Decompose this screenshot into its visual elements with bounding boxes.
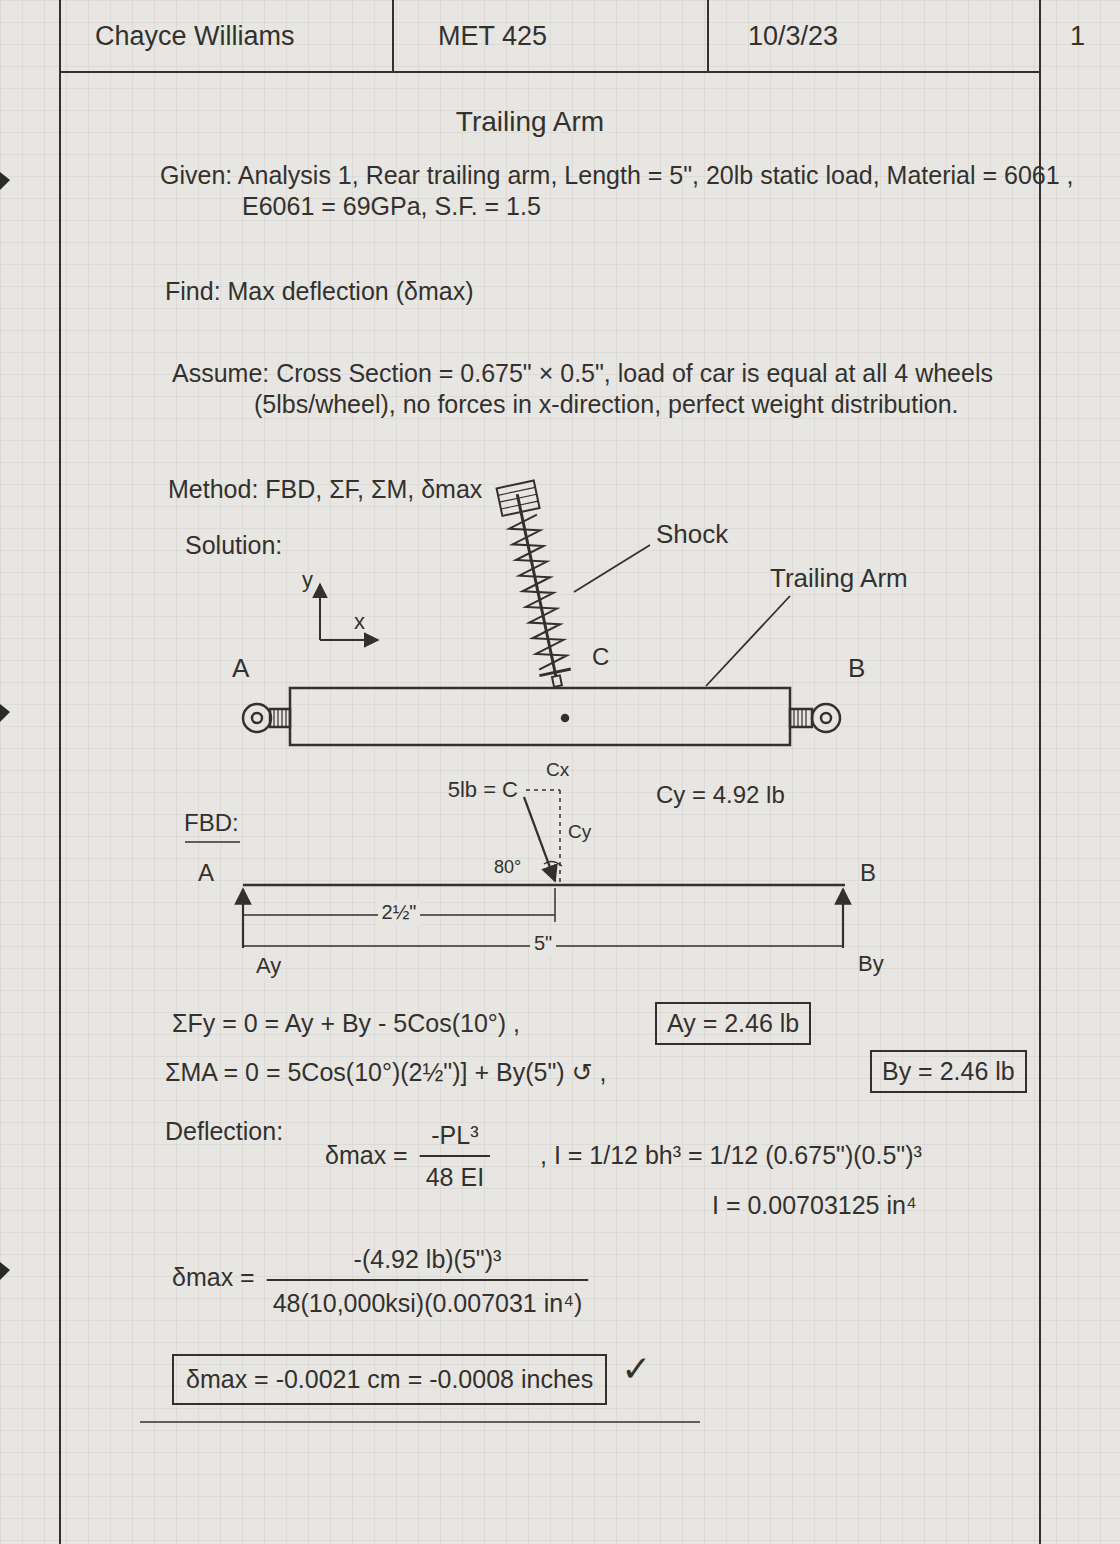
result-text: By = 2.46 lb bbox=[882, 1056, 1015, 1087]
assumptions: Assume: Cross Section = 0.675" × 0.5", l… bbox=[172, 358, 1074, 421]
equation: -PL³ bbox=[431, 1120, 478, 1151]
rule-line bbox=[140, 1421, 700, 1423]
final-answer-box: δmax = -0.0021 cm = -0.0008 inches bbox=[172, 1354, 607, 1405]
part-name: Shock bbox=[656, 518, 728, 551]
dimension: 5" bbox=[530, 931, 556, 956]
equation: ΣMA = 0 = 5Cos(10°)(2½")] + By(5") ↺ , bbox=[165, 1057, 606, 1088]
page-frame bbox=[60, 0, 1040, 1544]
shock-drawing bbox=[497, 481, 577, 690]
header-divider bbox=[707, 0, 709, 72]
point-label: A bbox=[232, 652, 249, 685]
fraction-bar bbox=[420, 1155, 490, 1157]
arm-body bbox=[290, 688, 790, 745]
section-heading: Deflection: bbox=[165, 1116, 283, 1147]
leader-line bbox=[574, 545, 650, 592]
force-vector bbox=[524, 797, 555, 881]
underline bbox=[185, 841, 240, 843]
page-number: 1 bbox=[1070, 20, 1085, 54]
trailing-arm-drawing bbox=[243, 688, 840, 745]
author-name: Chayce Williams bbox=[95, 20, 295, 54]
reaction-arrow bbox=[242, 889, 244, 948]
axis-label: x bbox=[354, 608, 365, 636]
reaction-label: Ay bbox=[256, 952, 281, 980]
fraction-bar bbox=[267, 1279, 589, 1281]
point-label: C bbox=[592, 642, 609, 672]
angle-label: 80° bbox=[494, 856, 521, 879]
header-divider bbox=[392, 0, 394, 72]
rod-end-bolt bbox=[821, 713, 831, 723]
beam-line bbox=[243, 884, 845, 887]
point-label: B bbox=[848, 652, 865, 685]
page-title: Trailing Arm bbox=[456, 104, 604, 139]
component-dash bbox=[559, 790, 561, 883]
section-heading: FBD: bbox=[184, 808, 239, 838]
equation: δmax = bbox=[172, 1262, 255, 1293]
given-statement: Given: Analysis 1, Rear trailing arm, Le… bbox=[160, 160, 1092, 223]
leader-line bbox=[706, 596, 790, 686]
force-value: Cy = 4.92 lb bbox=[656, 780, 785, 810]
rod-end-bolt bbox=[252, 713, 262, 723]
punch-mark bbox=[0, 704, 10, 722]
section-heading: Solution: bbox=[185, 530, 282, 561]
y-axis bbox=[319, 584, 321, 640]
course-code: MET 425 bbox=[438, 20, 547, 54]
spring-seat bbox=[539, 669, 570, 676]
force-label: 5lb = C bbox=[448, 776, 518, 804]
punch-marks bbox=[0, 172, 10, 1280]
thread bbox=[794, 709, 806, 727]
method-statement: Method: FBD, ΣF, ΣM, δmax bbox=[168, 474, 482, 505]
point-label: B bbox=[860, 858, 876, 888]
axes bbox=[320, 584, 378, 640]
punch-mark bbox=[0, 1262, 10, 1280]
component-label: Cx bbox=[546, 758, 569, 782]
dimension-tick bbox=[554, 888, 556, 922]
part-name: Trailing Arm bbox=[770, 562, 908, 595]
equation: ΣFy = 0 = Ay + By - 5Cos(10°) , bbox=[172, 1008, 520, 1039]
margin-line bbox=[1039, 0, 1041, 1544]
equation: δmax = bbox=[325, 1140, 408, 1171]
free-body-diagram bbox=[185, 790, 845, 948]
equation: I = 0.00703125 in⁴ bbox=[712, 1190, 917, 1221]
reaction-label: By bbox=[858, 950, 884, 978]
margin-line bbox=[59, 0, 61, 1544]
check-mark: ✓ bbox=[621, 1346, 651, 1391]
equation: , I = 1/12 bh³ = 1/12 (0.675")(0.5")³ bbox=[540, 1140, 922, 1171]
dimension: 2½" bbox=[378, 900, 421, 925]
leaders bbox=[574, 545, 790, 686]
component-dash bbox=[526, 789, 560, 791]
header-line bbox=[60, 71, 1040, 73]
equation: 48(10,000ksi)(0.007031 in⁴) bbox=[273, 1288, 583, 1319]
angle-arc bbox=[544, 861, 562, 866]
punch-mark bbox=[0, 172, 10, 190]
rod-end-stub bbox=[790, 709, 812, 727]
mount-point bbox=[562, 715, 568, 721]
find-statement: Find: Max deflection (δmax) bbox=[165, 276, 473, 307]
rod-end-stub bbox=[270, 709, 290, 727]
result-box: Ay = 2.46 lb bbox=[655, 1002, 811, 1045]
result-box: By = 2.46 lb bbox=[870, 1050, 1027, 1093]
equation: 48 EI bbox=[426, 1162, 484, 1193]
point-label: A bbox=[198, 858, 214, 888]
reservoir-lines bbox=[498, 487, 538, 509]
x-axis bbox=[320, 639, 378, 641]
component-label: Cy bbox=[568, 820, 591, 844]
thread bbox=[274, 709, 286, 727]
rod-end-eye bbox=[243, 704, 271, 732]
shock-mount bbox=[552, 675, 562, 686]
reaction-arrow bbox=[842, 889, 844, 948]
date: 10/3/23 bbox=[748, 20, 838, 54]
equation: -(4.92 lb)(5")³ bbox=[354, 1244, 502, 1275]
spring-coil bbox=[508, 515, 569, 670]
axis-label: y bbox=[302, 566, 313, 594]
shock-reservoir bbox=[497, 481, 540, 516]
result-text: Ay = 2.46 lb bbox=[667, 1008, 799, 1039]
result-text: δmax = -0.0021 cm = -0.0008 inches bbox=[186, 1364, 593, 1395]
rod-end-eye bbox=[812, 704, 840, 732]
